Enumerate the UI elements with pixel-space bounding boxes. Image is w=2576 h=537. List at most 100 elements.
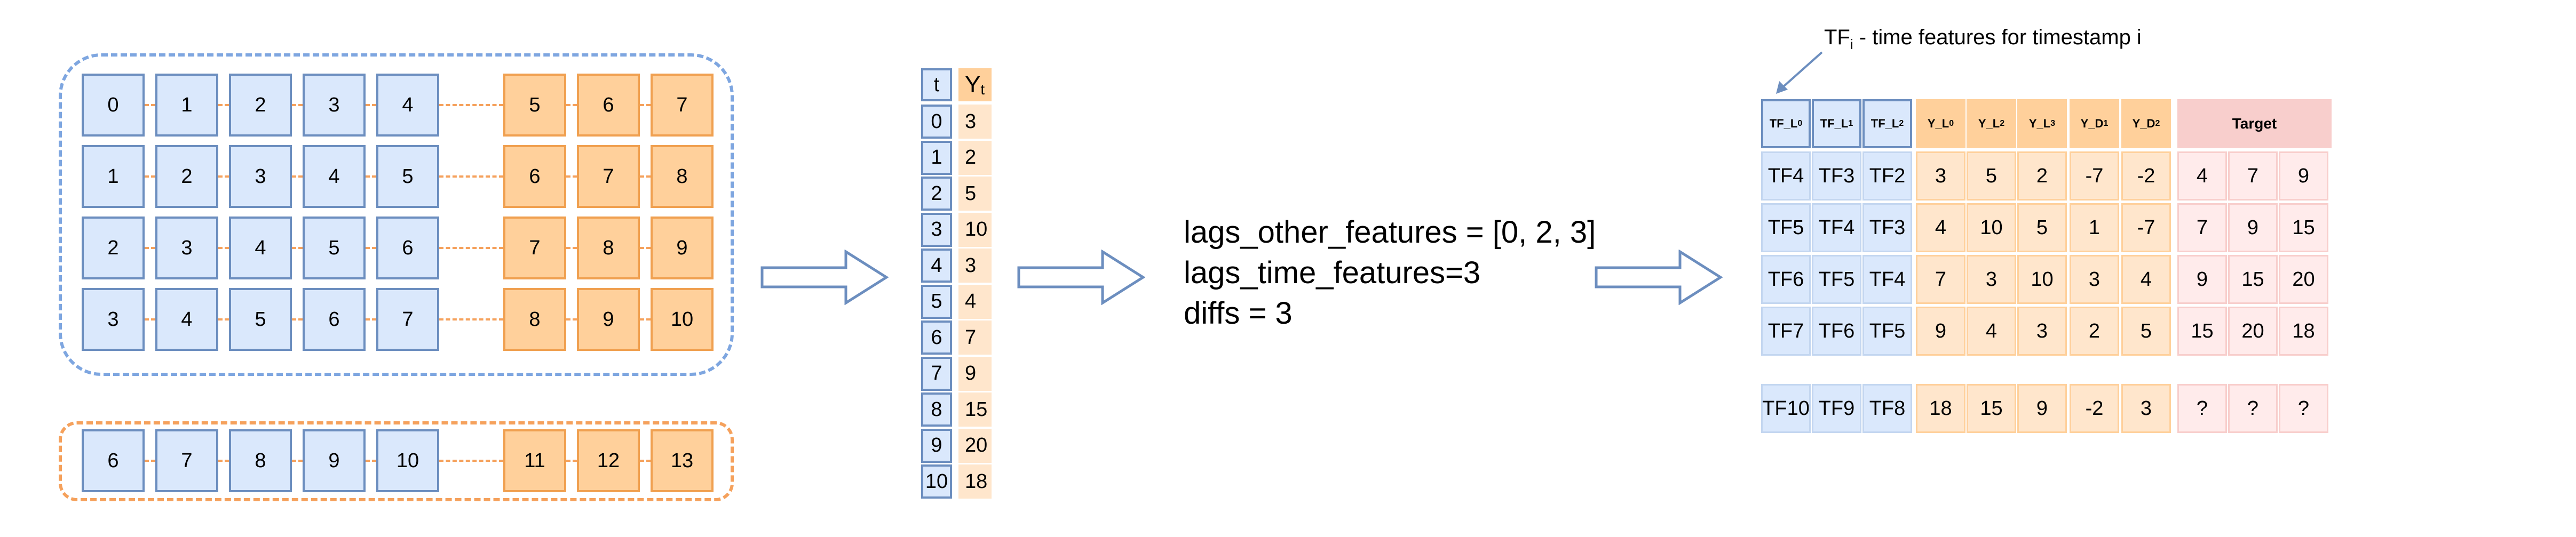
feature-y-cell: 18 bbox=[1916, 384, 1965, 433]
series-t-cell: 4 bbox=[921, 249, 952, 283]
feature-y-cell: 10 bbox=[1967, 203, 2016, 252]
window-connector bbox=[292, 104, 303, 106]
window-input-cell: 4 bbox=[229, 217, 292, 279]
feature-target-cell: 15 bbox=[2279, 203, 2328, 252]
window-input-cell: 3 bbox=[82, 288, 145, 351]
feature-tf-cell: TF5 bbox=[1761, 203, 1811, 252]
time-features-note: TFi - time features for timestamp i bbox=[1824, 26, 2142, 52]
window-connector bbox=[218, 104, 229, 106]
feature-tf-cell: TF4 bbox=[1761, 151, 1811, 201]
feature-y-cell: 3 bbox=[2121, 384, 2171, 433]
feature-target-cell: ? bbox=[2279, 384, 2328, 433]
arrow-right-icon bbox=[1595, 250, 1723, 305]
window-input-cell: 3 bbox=[303, 74, 366, 137]
series-t-cell: 9 bbox=[921, 428, 952, 463]
window-connector bbox=[218, 318, 229, 320]
feature-target-cell: ? bbox=[2177, 384, 2227, 433]
window-connector bbox=[439, 104, 503, 106]
predict-window-frame bbox=[59, 421, 734, 501]
series-t-cell: 1 bbox=[921, 140, 952, 175]
window-connector bbox=[366, 175, 376, 178]
window-connector bbox=[640, 247, 651, 249]
series-y-cell: 9 bbox=[958, 356, 992, 391]
feature-tf-cell: TF8 bbox=[1862, 384, 1912, 433]
feature-y-cell: 1 bbox=[2070, 203, 2119, 252]
window-target-cell: 7 bbox=[651, 74, 714, 137]
window-connector bbox=[439, 247, 503, 249]
feature-target-cell: 20 bbox=[2279, 255, 2328, 304]
series-y-cell: 15 bbox=[958, 392, 992, 427]
window-connector bbox=[366, 318, 376, 320]
window-connector bbox=[292, 247, 303, 249]
feature-tf-cell: TF3 bbox=[1862, 203, 1912, 252]
feature-tf-cell: TF3 bbox=[1812, 151, 1861, 201]
window-target-cell: 9 bbox=[651, 217, 714, 279]
feature-tf-cell: TF7 bbox=[1761, 307, 1811, 356]
param-lags-time-features: lags_time_features=3 bbox=[1184, 255, 1481, 290]
window-connector bbox=[640, 318, 651, 320]
window-connector bbox=[640, 460, 651, 462]
window-target-cell: 8 bbox=[503, 288, 566, 351]
pointer-arrow-icon bbox=[1776, 51, 1823, 94]
window-target-cell: 9 bbox=[577, 288, 640, 351]
window-input-cell: 6 bbox=[376, 217, 439, 279]
window-connector bbox=[218, 460, 229, 462]
window-input-cell: 9 bbox=[303, 429, 366, 492]
series-t-cell: 10 bbox=[921, 464, 952, 499]
window-input-cell: 3 bbox=[229, 145, 292, 208]
series-t-cell: 6 bbox=[921, 320, 952, 355]
feature-target-cell: ? bbox=[2228, 384, 2278, 433]
window-input-cell: 5 bbox=[376, 145, 439, 208]
window-connector bbox=[145, 175, 155, 178]
series-header-t: t bbox=[921, 68, 952, 101]
window-input-cell: 3 bbox=[155, 217, 218, 279]
feature-y-cell: 15 bbox=[1967, 384, 2016, 433]
window-input-cell: 2 bbox=[155, 145, 218, 208]
feature-tf-cell: TF10 bbox=[1761, 384, 1811, 433]
window-target-cell: 13 bbox=[651, 429, 714, 492]
series-t-cell: 2 bbox=[921, 177, 952, 211]
window-target-cell: 7 bbox=[503, 217, 566, 279]
window-input-cell: 8 bbox=[229, 429, 292, 492]
feature-y-cell: 4 bbox=[1967, 307, 2016, 356]
window-target-cell: 11 bbox=[503, 429, 566, 492]
series-y-cell: 4 bbox=[958, 284, 992, 319]
window-input-cell: 4 bbox=[376, 74, 439, 137]
window-connector bbox=[366, 247, 376, 249]
arrow-right-icon bbox=[760, 250, 889, 305]
series-y-cell: 7 bbox=[958, 320, 992, 355]
feature-y-cell: -2 bbox=[2121, 151, 2171, 201]
window-input-cell: 2 bbox=[229, 74, 292, 137]
series-t-cell: 0 bbox=[921, 105, 952, 139]
feature-y-cell: 5 bbox=[2017, 203, 2067, 252]
window-connector bbox=[640, 104, 651, 106]
window-connector bbox=[566, 460, 577, 462]
series-y-cell: 5 bbox=[958, 177, 992, 211]
series-y-cell: 2 bbox=[958, 140, 992, 175]
window-input-cell: 7 bbox=[155, 429, 218, 492]
feature-y-cell: 4 bbox=[1916, 203, 1965, 252]
window-connector bbox=[218, 247, 229, 249]
feature-target-cell: 4 bbox=[2177, 151, 2227, 201]
feature-target-cell: 15 bbox=[2228, 255, 2278, 304]
feature-y-cell: 7 bbox=[1916, 255, 1965, 304]
window-connector bbox=[145, 247, 155, 249]
window-target-cell: 12 bbox=[577, 429, 640, 492]
window-target-cell: 5 bbox=[503, 74, 566, 137]
window-connector bbox=[292, 175, 303, 178]
param-lags-other-features: lags_other_features = [0, 2, 3] bbox=[1184, 215, 1596, 250]
feature-target-cell: 9 bbox=[2279, 151, 2328, 201]
series-y-cell: 3 bbox=[958, 105, 992, 139]
window-target-cell: 8 bbox=[577, 217, 640, 279]
window-input-cell: 0 bbox=[82, 74, 145, 137]
feature-y-cell: 5 bbox=[2121, 307, 2171, 356]
feature-y-cell: 9 bbox=[1916, 307, 1965, 356]
window-input-cell: 5 bbox=[303, 217, 366, 279]
